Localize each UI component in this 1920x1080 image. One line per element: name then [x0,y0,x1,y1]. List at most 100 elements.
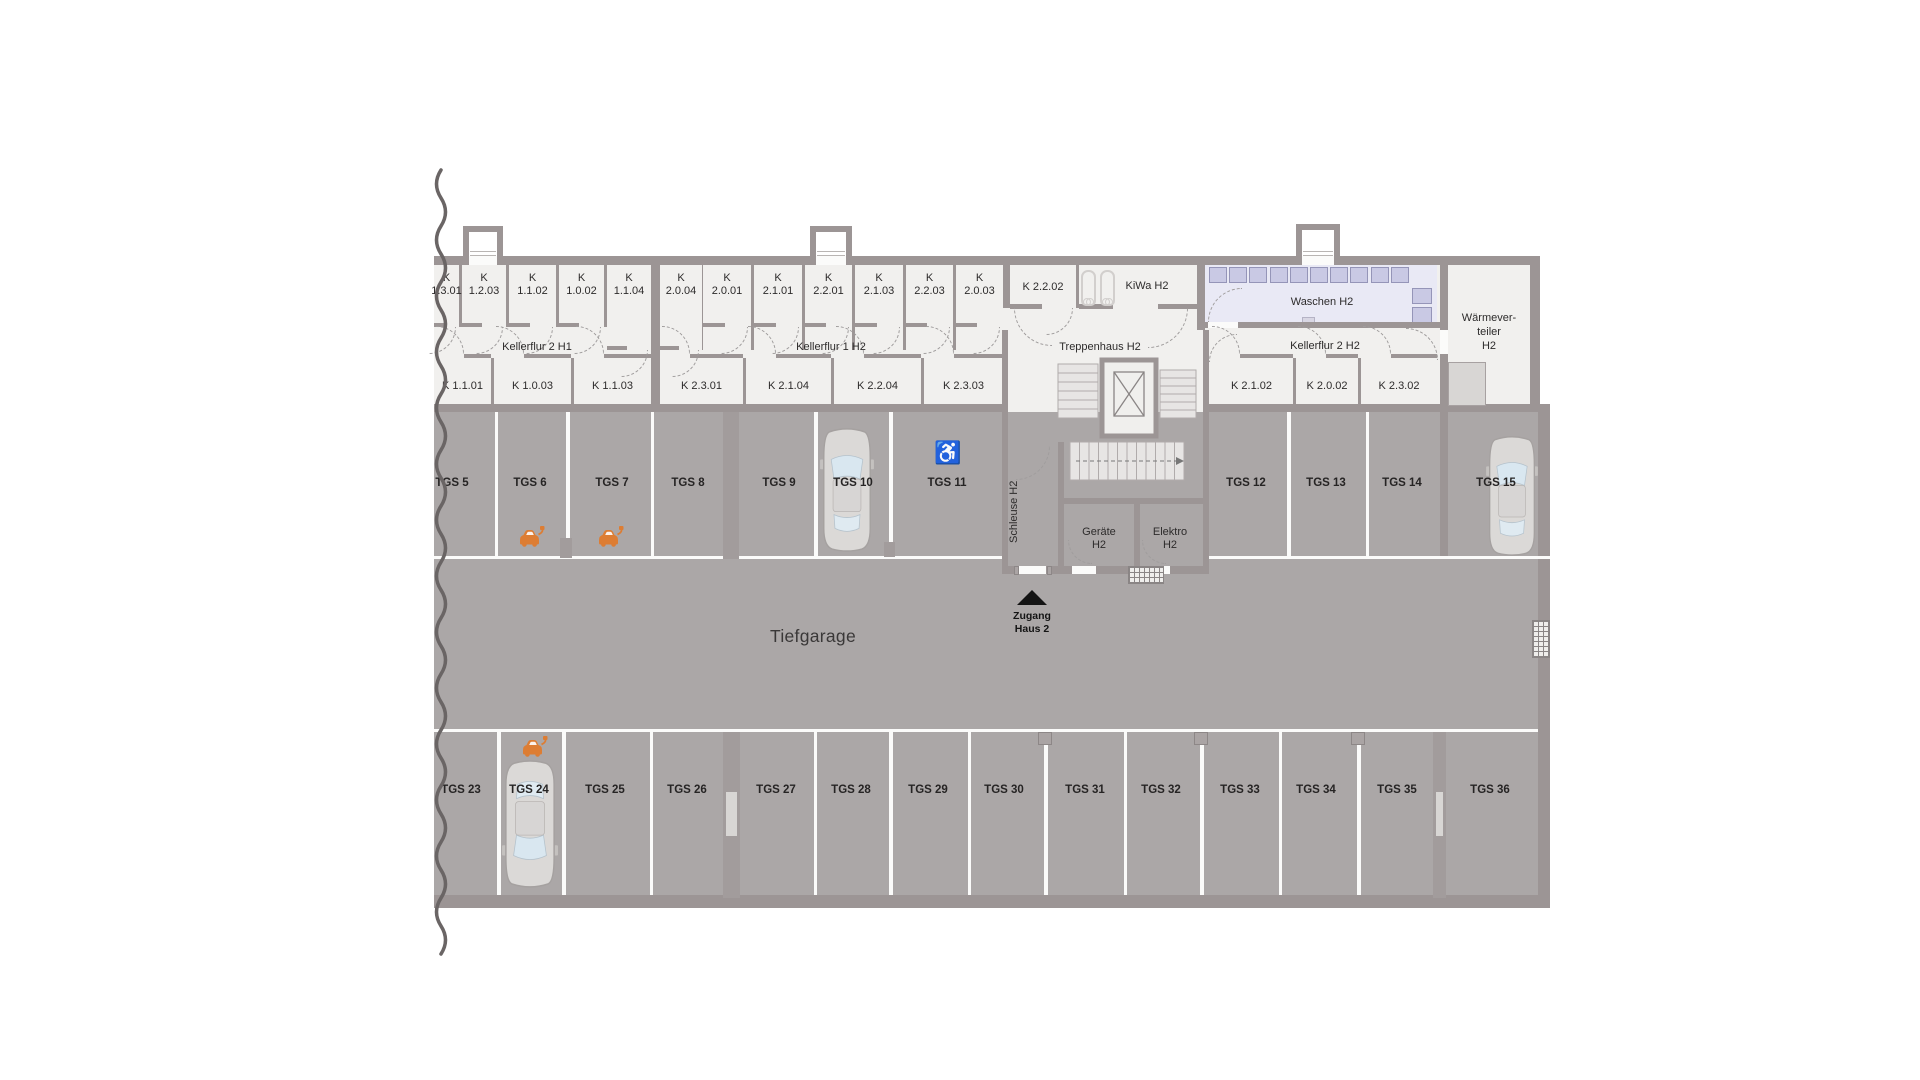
room-wall-stub [1326,354,1358,358]
corridor-label: Kellerflur 2 H2 [1290,340,1360,352]
access-label: Zugang [1013,610,1051,622]
room-k-1-1-02: K 1.1.02 [517,272,548,298]
entrance-door-sill [817,251,845,256]
stall-tgs-28: TGS 28 [831,784,871,796]
room-wall-stub [703,323,725,327]
room-wall [751,262,754,350]
stall-tgs-8: TGS 8 [671,477,705,489]
room-wall-stub [864,354,921,358]
washing-machine-icon [1249,267,1268,283]
corridor-label: Kellerflur 1 H2 [796,341,866,353]
stall-pillar-inner [726,792,737,836]
washing-machine-icon [1412,288,1432,304]
room-wall-stub [855,323,877,327]
room-wall-stub [1079,304,1113,309]
washing-machine-icon [1412,307,1432,323]
stall-divider [814,412,818,556]
plan-cut-edge-wave [434,168,448,956]
washing-machine-icon [1269,267,1288,283]
stall-pillar [723,412,739,559]
room-k-1-2-03: K 1.2.03 [468,272,500,298]
shaft-box [1448,362,1486,406]
stairblock-wall-bottom [1002,566,1209,574]
room-wall [491,358,494,404]
stall-divider [566,412,570,556]
stall-tgs-25: TGS 25 [585,784,625,796]
stall-divider [650,412,654,556]
stall-tgs-33: TGS 33 [1220,784,1260,796]
room-wall [1076,262,1079,308]
outer-wall-top [434,256,1540,265]
stroller-wheel-icon [1086,298,1094,306]
room-waermeverteiler-h2: H2 [1481,340,1497,352]
room-wall [604,262,607,327]
door-gap [1302,256,1334,265]
room-waschen-h2: Waschen H2 [1290,296,1354,308]
room-wall [506,262,509,327]
entrance-door-sill [1303,251,1333,256]
room-geraete-h2: H2 [1091,539,1107,551]
ventilation-grate-icon [1128,566,1164,584]
door-jamb [1014,566,1019,575]
room-schleuse-h2: Schleuse H2 [1008,480,1020,544]
center-dividing-wall [651,256,660,412]
room-k-2-2-02: K 2.2.02 [1022,281,1064,293]
room-wall [702,262,703,350]
stall-tgs-15: TGS 15 [1476,477,1516,489]
room-wall [556,262,559,327]
room-wall [571,358,574,404]
door-gap [816,256,846,265]
cellar-garage-wall-right [1205,404,1550,412]
stall-tgs-12: TGS 12 [1226,477,1266,489]
stairblock-wall-right [1203,330,1209,574]
room-wall [459,262,462,327]
door-stop [1351,732,1365,745]
room-wall-stub [1158,304,1197,309]
stall-tgs-29: TGS 29 [908,784,948,796]
room-elektro-h2: H2 [1162,539,1178,551]
room-k-2-1-03: K 2.1.03 [863,272,895,298]
room-k-2-2-03: K 2.2.03 [914,272,945,298]
room-wall-stub [524,354,571,358]
stall-divider [1287,412,1291,556]
room-wall [953,262,956,350]
room-k-2-3-01: K 2.3.01 [681,380,722,392]
stall-divider [497,732,501,895]
room-wall-stub [607,346,627,350]
stall-pillar [560,538,572,558]
stall-tgs-30: TGS 30 [984,784,1024,796]
room-k-2-2-04: K 2.2.04 [857,380,898,392]
stall-divider [1278,732,1282,895]
washing-machine-icon [1330,267,1349,283]
corridor-label: Treppenhaus H2 [1059,341,1141,353]
washing-machine-icon [1390,267,1409,283]
room-wall-stub [754,323,776,327]
door-gap [1072,566,1096,574]
room-wall-stub [690,354,743,358]
stall-tgs-34: TGS 34 [1296,784,1336,796]
entrance-door-sill [470,251,496,256]
room-geraete-h2: Geräte [1082,526,1116,538]
room-wall-stub [954,354,1003,358]
stairblock-wall-left [1002,330,1008,574]
room-k-2-1-04: K 2.1.04 [768,380,809,392]
washing-machine-icon [1209,267,1227,283]
room-k-2-0-01: K 2.0.01 [711,272,743,298]
geraete-elektro-wall [1134,504,1140,574]
outer-wall-right-cellar [1530,256,1540,412]
stall-aisle-line [434,729,1538,732]
geraete-wall-top [1064,498,1203,504]
room-k-2-0-02: K 2.0.02 [1306,380,1348,392]
room-wall-stub [1240,354,1293,358]
stall-divider [967,732,971,895]
room-waermeverteiler-h2: Wärmever- [1461,312,1517,324]
room-k-2-0-03: K 2.0.03 [964,272,995,298]
stall-aisle-line [434,556,1002,559]
stall-tgs-14: TGS 14 [1382,477,1422,489]
stall-divider [1365,412,1369,556]
elevator-icon [1099,357,1159,439]
room-kiwa-h2: KiWa H2 [1125,280,1169,292]
room-wall [921,358,924,404]
stall-tgs-6: TGS 6 [513,477,547,489]
